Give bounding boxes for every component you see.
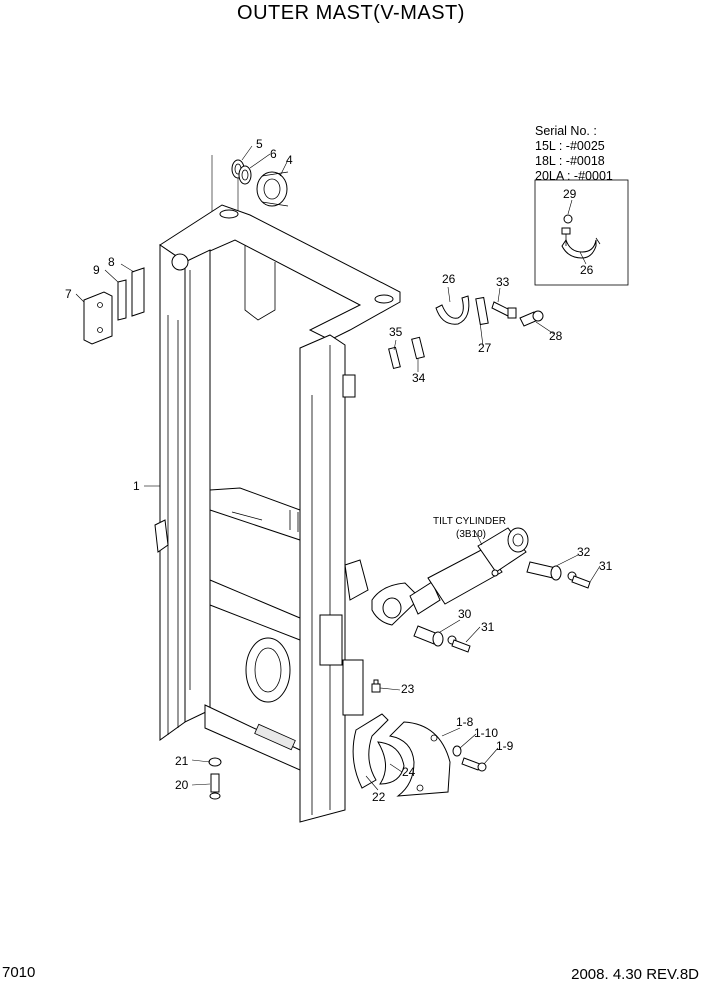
bushing-24 xyxy=(377,741,405,785)
shim-plate-8 xyxy=(131,267,145,317)
callout-26-clamp: 26 xyxy=(442,272,456,286)
tilt-cylinder xyxy=(371,527,529,626)
serial-inset-box xyxy=(534,179,629,286)
callout-4: 4 xyxy=(286,153,293,167)
clip-35 xyxy=(388,346,401,370)
page-number: 7010 xyxy=(2,964,36,981)
bolt-20 xyxy=(209,773,221,800)
callout-1-8: 1-8 xyxy=(456,715,474,729)
callout-31-upper: 31 xyxy=(599,559,613,573)
bracket-cap-1-8 xyxy=(388,721,451,797)
callout-33: 33 xyxy=(496,275,510,289)
hose-clamp-26 xyxy=(435,295,470,325)
washer-6 xyxy=(238,165,252,185)
grease-nipple-23 xyxy=(371,679,381,693)
pin-32 xyxy=(526,561,562,581)
callout-1-9: 1-9 xyxy=(496,739,514,753)
bracket-22 xyxy=(352,713,389,789)
tilt-cylinder-label: TILT CYLINDER xyxy=(433,516,506,527)
callout-30: 30 xyxy=(458,607,472,621)
callout-22: 22 xyxy=(372,790,386,804)
callout-32: 32 xyxy=(577,545,591,559)
callout-34: 34 xyxy=(412,371,426,385)
callout-20: 20 xyxy=(175,778,189,792)
callout-1: 1 xyxy=(133,479,140,493)
serial-line-20la: 20LA : -#0001 xyxy=(535,169,613,183)
callout-9: 9 xyxy=(93,263,100,277)
bolt-28 xyxy=(519,310,544,327)
callout-24: 24 xyxy=(402,765,416,779)
callout-29: 29 xyxy=(563,187,577,201)
washer-1-10 xyxy=(452,745,462,757)
callout-26-inset: 26 xyxy=(580,263,594,277)
inset-clamp-drawing xyxy=(561,214,601,259)
callout-27: 27 xyxy=(478,341,492,355)
bolt-33 xyxy=(491,301,517,319)
pin-30 xyxy=(413,625,444,647)
serial-line-15l: 15L : -#0025 xyxy=(535,139,605,153)
callout-28: 28 xyxy=(549,329,563,343)
leader-lines xyxy=(75,145,601,791)
roller-bearing-4 xyxy=(256,171,289,207)
page-title: OUTER MAST(V-MAST) xyxy=(237,2,465,24)
bolt-31-lower xyxy=(447,635,471,653)
callout-35: 35 xyxy=(389,325,403,339)
bolt-1-9 xyxy=(461,757,487,772)
serial-heading: Serial No. : xyxy=(535,124,597,138)
revision-date: 2008. 4.30 REV.8D xyxy=(571,966,699,983)
tilt-cylinder-ref: (3B10) xyxy=(456,529,486,540)
callout-5: 5 xyxy=(256,137,263,151)
washer-21 xyxy=(208,757,222,767)
outer-mast-frame xyxy=(154,204,401,823)
callout-7: 7 xyxy=(65,287,72,301)
callout-31-lower: 31 xyxy=(481,620,495,634)
stopper-7 xyxy=(83,291,113,345)
clip-34 xyxy=(411,336,425,360)
shim-plate-9 xyxy=(117,279,127,321)
callout-8: 8 xyxy=(108,255,115,269)
serial-line-18l: 18L : -#0018 xyxy=(535,154,605,168)
plate-27 xyxy=(475,296,489,326)
bolt-31-upper xyxy=(567,571,591,589)
callout-1-10: 1-10 xyxy=(474,726,498,740)
callout-23: 23 xyxy=(401,682,415,696)
serial-number-block: Serial No. : 15L : -#0025 18L : -#0018 2… xyxy=(535,124,613,184)
callout-6: 6 xyxy=(270,147,277,161)
callout-21: 21 xyxy=(175,754,189,768)
